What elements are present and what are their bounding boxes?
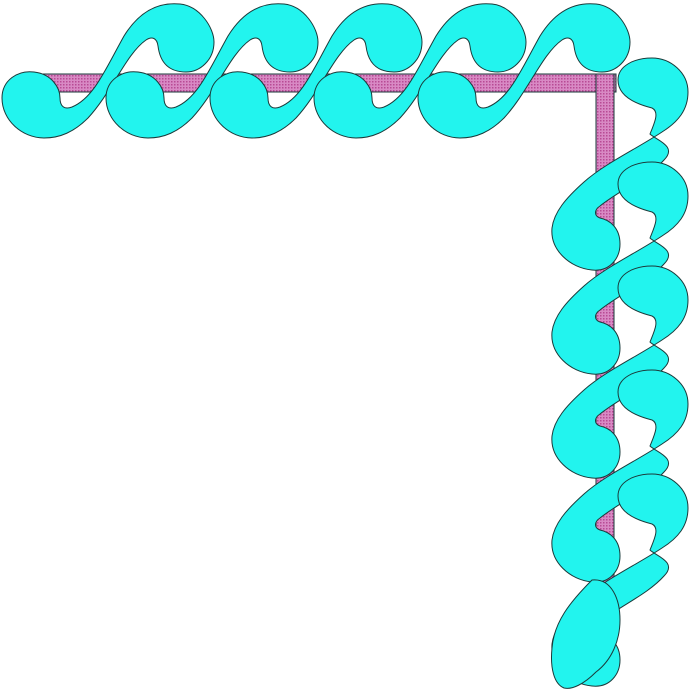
- frame-rails: [35, 73, 617, 641]
- top-scroll-wave: [313, 3, 527, 139]
- top-scroll-wave: [417, 3, 631, 139]
- right-scroll-column: [551, 57, 689, 689]
- top-scroll-wave: [105, 3, 319, 139]
- top-scroll-row: [1, 3, 631, 139]
- top-scroll-wave: [1, 3, 215, 139]
- right-scroll-wave: [551, 369, 689, 583]
- right-scroll-wave: [551, 265, 689, 479]
- right-scroll-wave: [551, 161, 689, 375]
- top-scroll-wave: [209, 3, 423, 139]
- right-scroll-wave: [551, 57, 689, 271]
- bottom-end-swirl: [551, 579, 621, 689]
